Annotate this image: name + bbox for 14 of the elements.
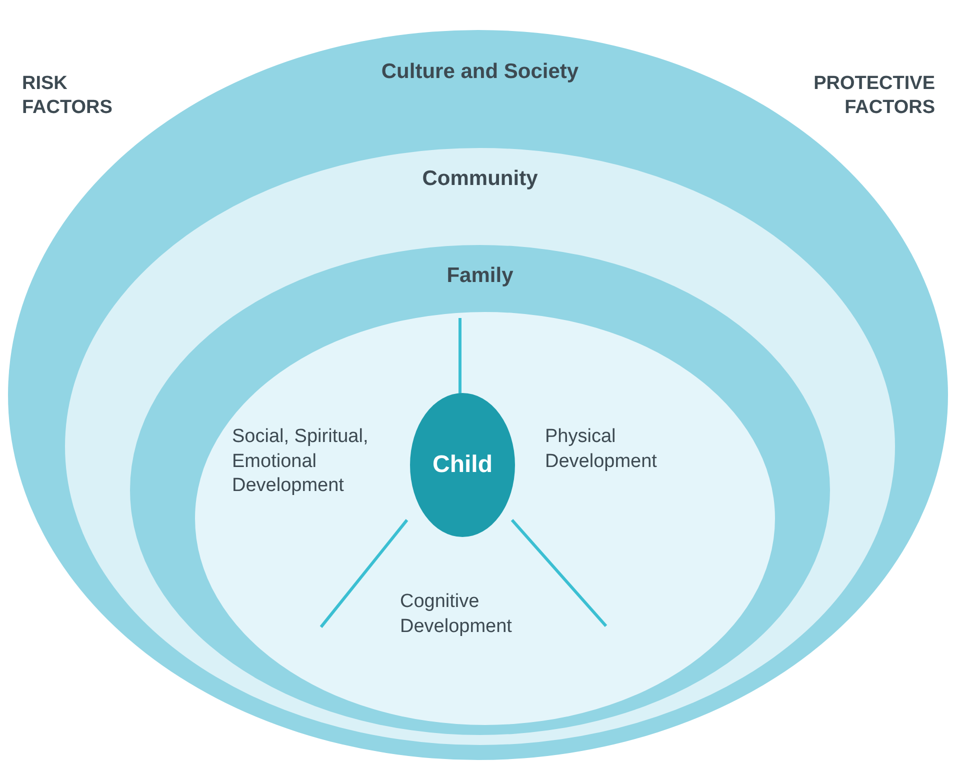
node-title: Family [446, 263, 514, 289]
node-title: Community [421, 166, 539, 192]
region-label: Social, Spiritual, Emotional Development [232, 425, 370, 498]
outer-ellipse [8, 30, 948, 760]
community-ellipse [65, 148, 895, 745]
factor-heading: RISK FACTORS [22, 72, 114, 120]
family-ellipse [130, 245, 830, 735]
factor-heading: PROTECTIVE FACTORS [812, 72, 935, 120]
inner-ellipse [195, 312, 775, 725]
child-ellipse [410, 393, 515, 537]
region-label: Cognitive Development [400, 590, 513, 639]
node-title: Child [432, 450, 494, 480]
node-title: Culture and Society [380, 59, 580, 85]
region-label: Physical Development [545, 425, 658, 474]
